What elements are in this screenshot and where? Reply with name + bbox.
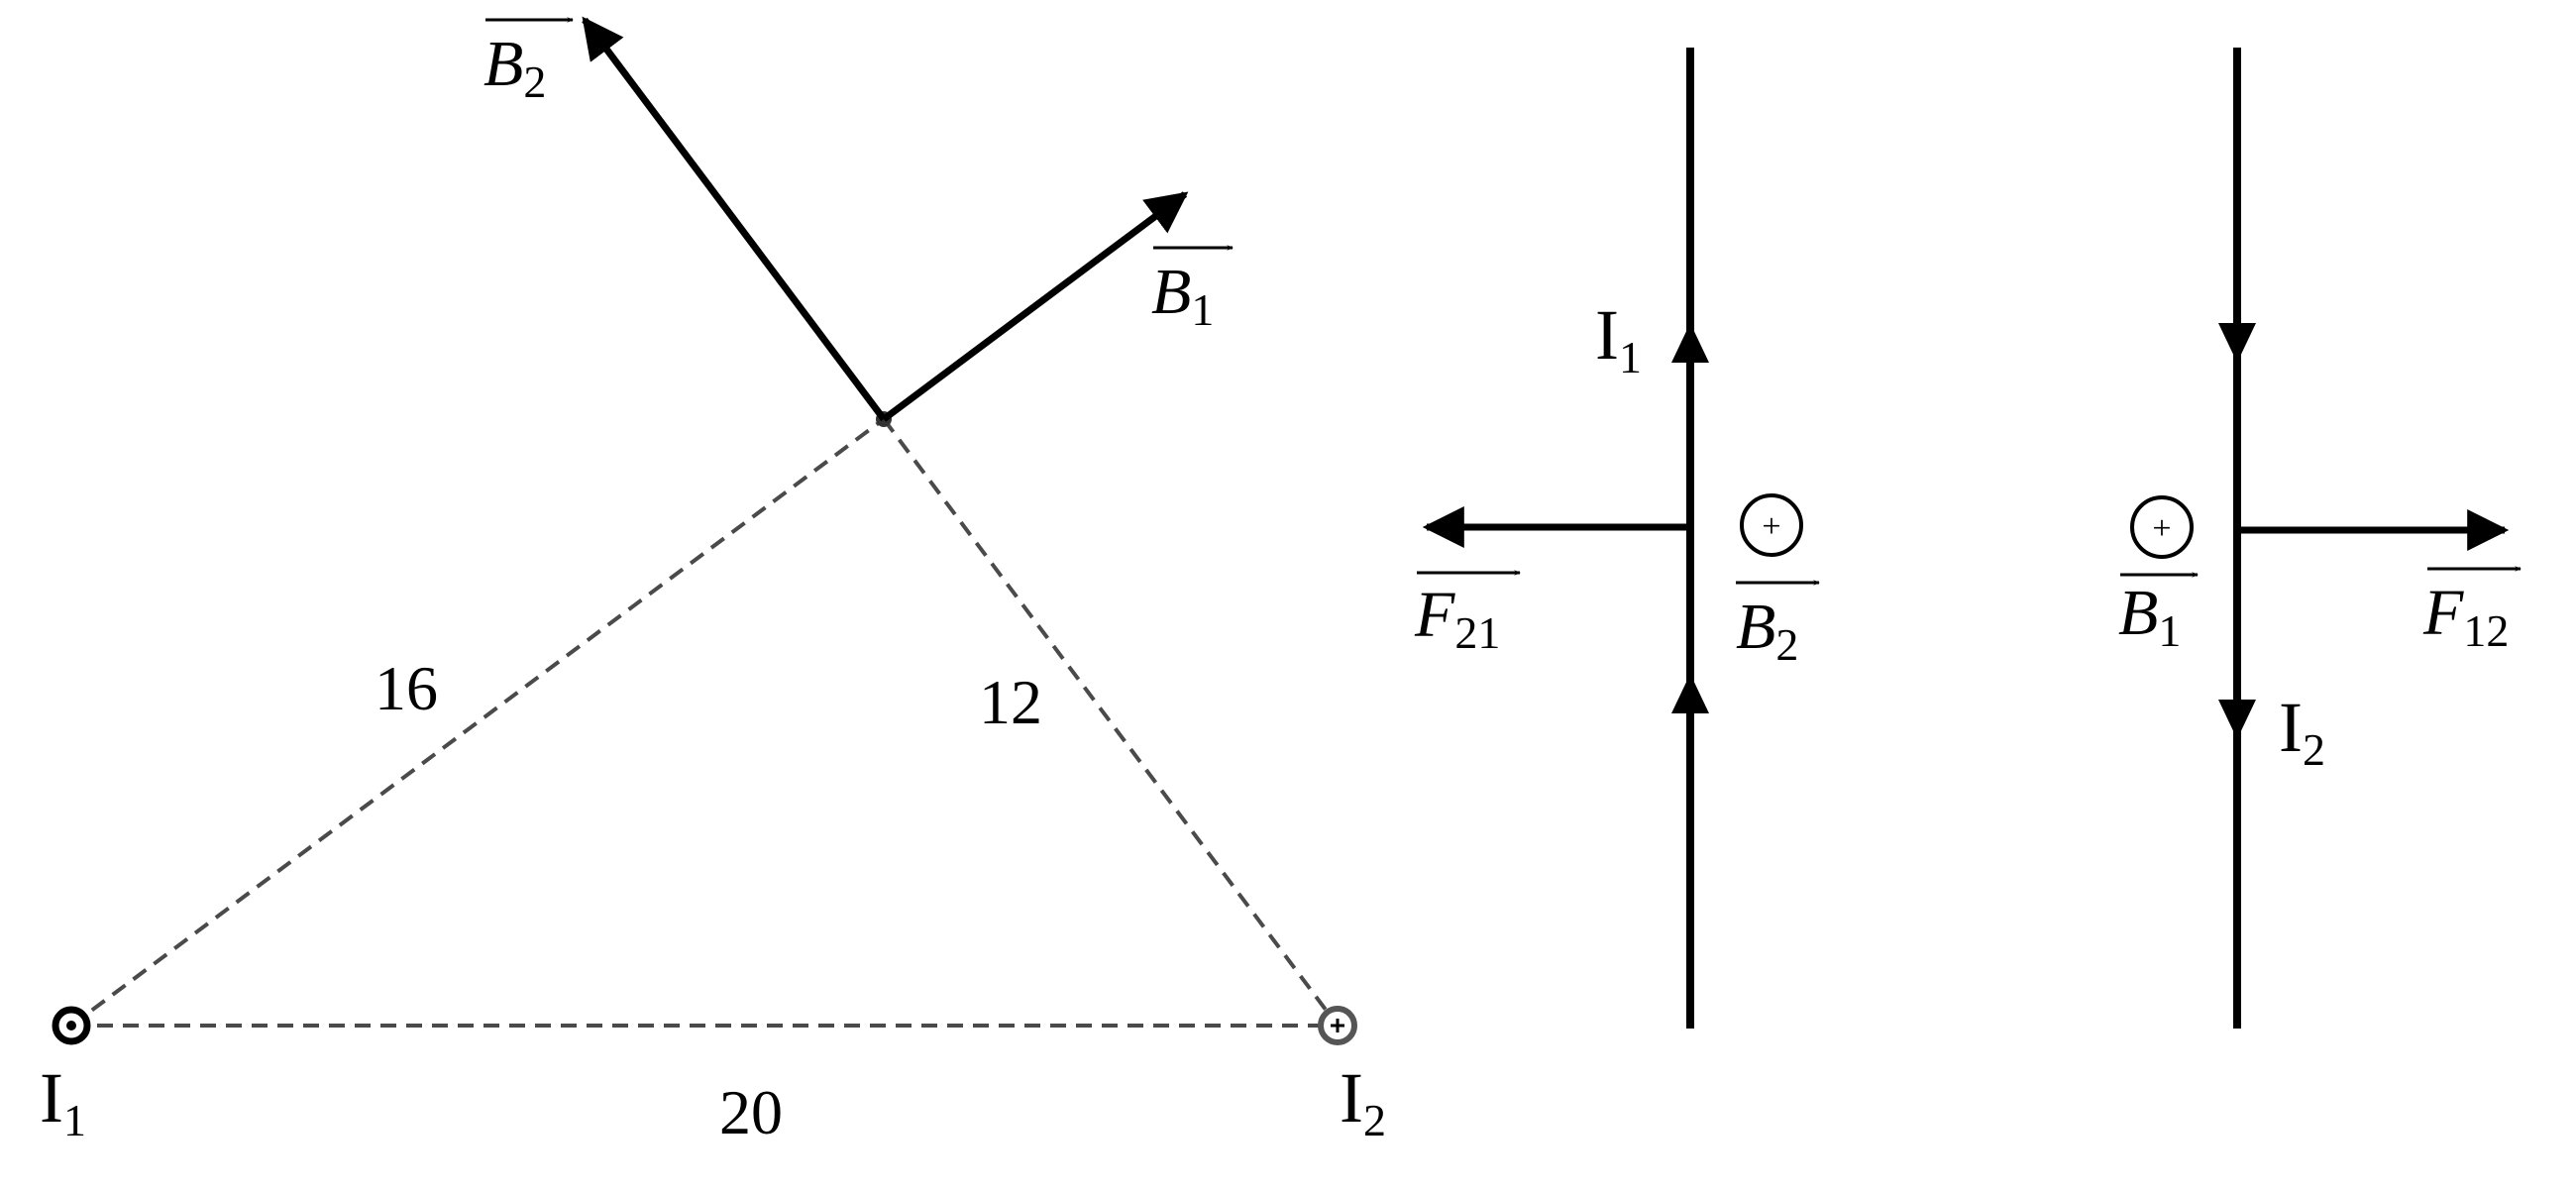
f12-force-label: F12 xyxy=(2422,569,2521,656)
i1-symbol: I xyxy=(1595,295,1619,375)
b2-field-symbol-letter: B xyxy=(1736,591,1775,663)
b2-symbol: B xyxy=(483,28,523,100)
i1-current-arrowhead-lower xyxy=(1671,674,1709,713)
wire-i2-symbol: I xyxy=(1340,1058,1363,1138)
b1-field-symbol-letter: B xyxy=(2118,577,2158,649)
wire-i1-symbol: I xyxy=(40,1058,63,1138)
middle-figure: I1 F21 + B2 xyxy=(1414,48,1819,1029)
b2-field-subscript: 2 xyxy=(1775,619,1798,670)
dashed-side-p-i2 xyxy=(882,417,1340,1028)
i2-current-arrowhead-lower xyxy=(2218,700,2256,739)
left-figure: 16 12 20 B2 B1 I1 I2 xyxy=(40,16,1386,1147)
b1-subscript: 1 xyxy=(1191,284,1214,335)
side-length-20: 20 xyxy=(719,1077,783,1147)
side-length-12: 12 xyxy=(979,667,1042,737)
i2-subscript: 2 xyxy=(2303,724,2325,775)
wire-i2-cross-symbol xyxy=(1318,1006,1357,1045)
svg-text:B2: B2 xyxy=(483,28,546,107)
right-figure: I2 F12 + B1 xyxy=(2118,48,2521,1029)
b2-field-label: B2 xyxy=(1736,583,1819,670)
side-length-16: 16 xyxy=(375,653,438,723)
wire-i1-label: I1 xyxy=(40,1058,86,1145)
i1-current-arrowhead-upper xyxy=(1671,323,1709,363)
b2-vector-label: B2 xyxy=(483,20,573,107)
svg-text:F21: F21 xyxy=(1414,579,1500,658)
f21-force-label: F21 xyxy=(1414,573,1520,658)
f12-symbol: F xyxy=(2422,577,2464,649)
svg-text:B2: B2 xyxy=(1736,591,1798,670)
b2-subscript: 2 xyxy=(523,56,546,107)
f21-symbol: F xyxy=(1414,579,1455,651)
i2-current-arrowhead-upper xyxy=(2218,323,2256,363)
b1-out-of-page-icon: + xyxy=(2130,495,2194,559)
svg-text:B1: B1 xyxy=(2118,577,2181,656)
i2-symbol: I xyxy=(2279,688,2303,767)
wire-i1-dot-symbol xyxy=(52,1006,91,1045)
wire-i2-subscript: 2 xyxy=(1363,1095,1386,1145)
b2-field-symbol: + xyxy=(1762,508,1780,545)
b1-vector-label: B1 xyxy=(1151,248,1233,335)
b1-field-subscript: 1 xyxy=(2158,605,2181,656)
b2-out-of-page-icon: + xyxy=(1740,493,1803,557)
i1-subscript: 1 xyxy=(1619,332,1642,382)
b1-field-label: B1 xyxy=(2118,575,2198,656)
b2-vector-arrow xyxy=(582,16,887,422)
b1-field-symbol: + xyxy=(2152,510,2171,547)
b1-vector-arrow xyxy=(881,191,1189,422)
f12-subscript: 12 xyxy=(2463,605,2509,656)
svg-text:F12: F12 xyxy=(2422,577,2509,656)
b1-symbol: B xyxy=(1151,256,1191,328)
dashed-side-i1-p xyxy=(69,417,886,1028)
svg-text:B1: B1 xyxy=(1151,256,1214,335)
i2-current-label: I2 xyxy=(2279,688,2325,775)
wire-i1-subscript: 1 xyxy=(63,1095,86,1145)
wire-i2-label: I2 xyxy=(1340,1058,1386,1145)
f21-subscript: 21 xyxy=(1454,607,1500,658)
i1-current-label: I1 xyxy=(1595,295,1642,382)
